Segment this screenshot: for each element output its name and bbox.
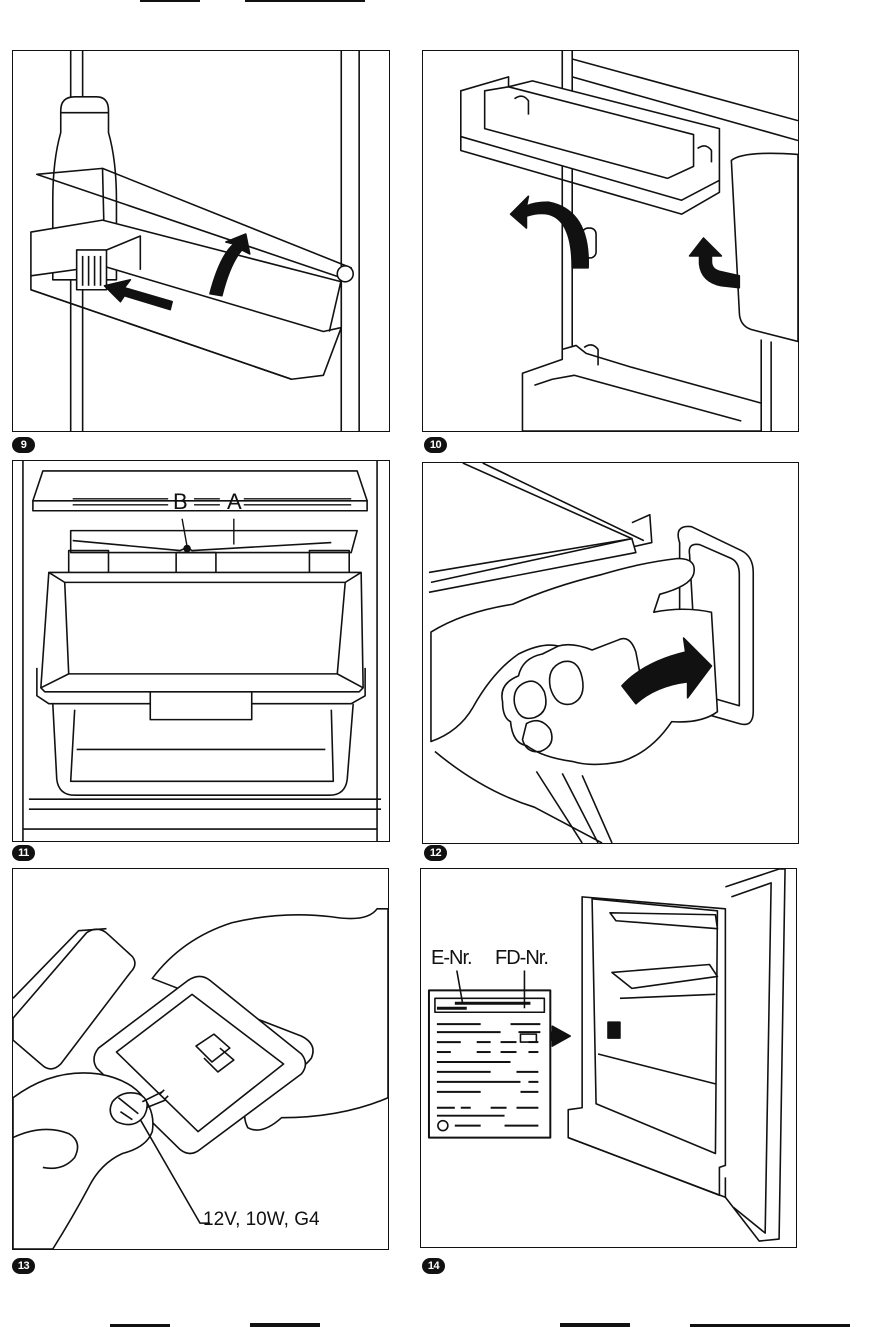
bulb-spec-label: 12V, 10W, G4 [203, 1209, 320, 1231]
label-e-nr: E-Nr. [431, 947, 472, 970]
figure-10-illustration [422, 50, 799, 432]
figure-13-number: 13 [12, 1258, 35, 1274]
figure-14-number: 14 [422, 1258, 445, 1274]
figure-11-number: 11 [12, 845, 35, 861]
figure-13-illustration: 12V, 10W, G4 [12, 868, 389, 1250]
scan-mark [245, 0, 365, 2]
figure-11-illustration: B A [12, 460, 390, 842]
figure-12-illustration [422, 462, 799, 844]
figure-12-number: 12 [424, 845, 447, 861]
scan-mark [560, 1323, 630, 1327]
label-b: B [173, 489, 188, 515]
figure-9-illustration [12, 50, 390, 432]
scan-mark [140, 0, 200, 2]
label-fd-nr: FD-Nr. [495, 947, 548, 970]
label-a: A [227, 489, 242, 515]
figure-14-illustration: E-Nr. FD-Nr. [420, 868, 797, 1248]
scan-mark [250, 1323, 320, 1327]
figure-10-number: 10 [424, 437, 447, 453]
figure-9-number: 9 [12, 437, 35, 453]
